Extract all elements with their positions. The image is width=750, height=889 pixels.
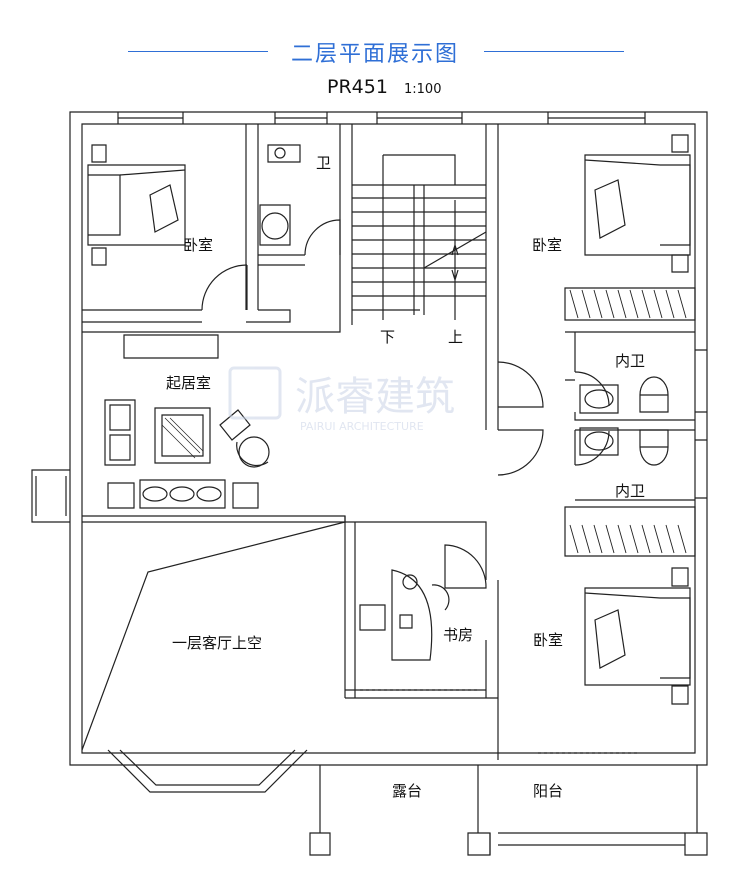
wall-toilet xyxy=(258,124,353,325)
door-se-bedroom xyxy=(497,429,544,476)
terrace-post-mid xyxy=(467,765,491,856)
bed-nw xyxy=(87,144,186,266)
wall-study-west xyxy=(344,516,356,698)
label-void: 一层客厅上空 xyxy=(172,634,262,652)
label-bedroom-ne: 卧室 xyxy=(532,236,562,254)
door-study xyxy=(444,544,487,589)
terrace-post-left xyxy=(309,765,331,856)
armchair xyxy=(104,399,136,466)
ensuite-fixtures xyxy=(579,376,669,466)
label-stair-up: 上 xyxy=(448,328,463,346)
door-ne-bedroom xyxy=(497,361,544,408)
study-desk xyxy=(359,569,450,661)
bed-ne xyxy=(584,134,691,273)
balcony-post-right xyxy=(684,765,708,856)
label-terrace: 露台 xyxy=(392,782,422,800)
staircase xyxy=(352,154,487,320)
bed-se xyxy=(584,567,691,705)
title-rule-right xyxy=(484,51,624,52)
label-living: 起居室 xyxy=(166,374,211,392)
coffee-table xyxy=(154,407,211,464)
door-toilet xyxy=(304,219,341,256)
watermark-brand: 派睿建筑 xyxy=(295,374,455,420)
label-ensuite-1: 内卫 xyxy=(615,352,645,370)
wall-stair-east xyxy=(485,124,499,430)
label-ensuite-2: 内卫 xyxy=(615,482,645,500)
living-furniture xyxy=(104,334,270,509)
window-stair xyxy=(376,112,463,124)
plan-code: PR451 xyxy=(327,76,388,98)
label-toilet-top: 卫 xyxy=(316,154,331,172)
label-bedroom-nw: 卧室 xyxy=(183,236,213,254)
header: 二层平面展示图 PR451 1:100 xyxy=(0,0,750,110)
label-bedroom-se: 卧室 xyxy=(533,631,563,649)
west-bay xyxy=(31,469,70,523)
balcony-rail xyxy=(498,832,685,846)
outer-wall xyxy=(69,111,708,766)
label-stair-down: 下 xyxy=(380,328,395,346)
page-title: 二层平面展示图 xyxy=(290,42,459,67)
door-nw-bedroom xyxy=(201,264,248,311)
bay-window xyxy=(107,749,308,793)
closet-se xyxy=(564,506,696,557)
window-toilet xyxy=(274,112,328,124)
label-balcony: 阳台 xyxy=(533,782,563,800)
window-nw xyxy=(117,112,184,124)
plan-scale: 1:100 xyxy=(404,82,442,97)
wall-living-south xyxy=(82,515,346,523)
tv-cabinet xyxy=(123,334,219,359)
closet-ne xyxy=(564,287,696,321)
watermark: 派睿建筑 PAIRUI ARCHITECTURE xyxy=(228,366,455,433)
title-rule-left xyxy=(128,51,268,52)
toilet-top-fixtures xyxy=(259,144,301,246)
inner-wall-line xyxy=(81,123,696,754)
void-outline xyxy=(81,521,346,751)
window-ne xyxy=(547,112,646,124)
watermark-sub: PAIRUI ARCHITECTURE xyxy=(300,420,424,433)
sofa xyxy=(139,479,226,509)
label-study: 书房 xyxy=(443,626,473,644)
wall-bedroom-south xyxy=(82,309,202,323)
wall-bedroom-east xyxy=(245,124,259,310)
